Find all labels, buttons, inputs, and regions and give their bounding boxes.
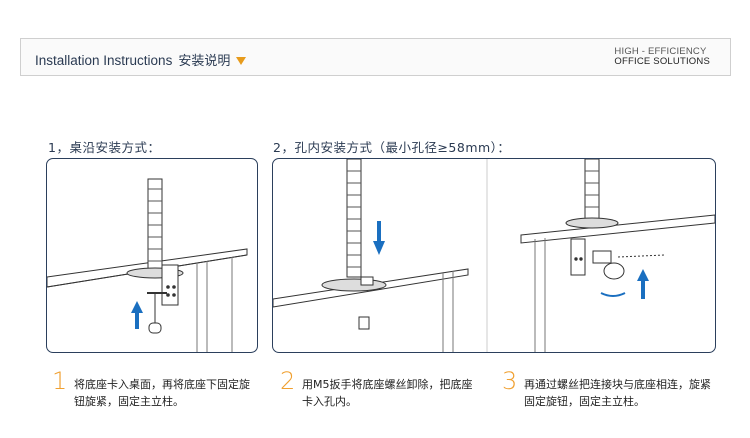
title-chinese: 安装说明 bbox=[178, 54, 231, 69]
brand-line-1: HIGH - EFFICIENCY bbox=[614, 46, 707, 57]
step-2-text: 用M5扳手将底座螺丝卸除，把底座卡入孔内。 bbox=[302, 378, 473, 408]
page-title: Installation Instructions 安装说明 bbox=[35, 50, 247, 69]
illustration-clamp-mount bbox=[46, 158, 258, 353]
method2-label: 2，孔内安装方式（最小孔径≥58mm）： bbox=[273, 140, 511, 155]
grommet-mount-illustration bbox=[273, 159, 715, 352]
step-3-text: 再通过螺丝把连接块与底座相连，旋紧固定旋钮，固定主立柱。 bbox=[524, 378, 711, 408]
step-3-number: 3 bbox=[502, 367, 518, 395]
title-english: Installation Instructions bbox=[35, 53, 173, 68]
step-2-number: 2 bbox=[280, 367, 296, 395]
brand-tagline: HIGH - EFFICIENCY OFFICE SOLUTIONS bbox=[614, 47, 710, 67]
clamp-mount-illustration bbox=[47, 178, 248, 352]
method1-label: 1，桌沿安装方式： bbox=[48, 140, 161, 155]
illustration-grommet-mount bbox=[272, 158, 716, 353]
step-1-text: 将底座卡入桌面，再将底座下固定旋钮旋紧，固定主立柱。 bbox=[74, 378, 250, 408]
brand-line-2: OFFICE SOLUTIONS bbox=[614, 56, 710, 67]
dropdown-triangle-icon[interactable] bbox=[236, 57, 247, 65]
header-bar: Installation Instructions 安装说明 HIGH - EFF… bbox=[20, 38, 731, 76]
step-1-number: 1 bbox=[52, 367, 68, 395]
